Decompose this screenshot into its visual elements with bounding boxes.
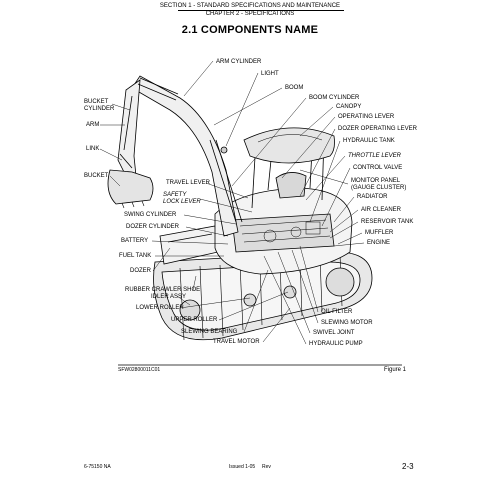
label-swivel-joint: SWIVEL JOINT — [313, 330, 355, 336]
label-slewing-motor: SLEWING MOTOR — [321, 320, 373, 326]
label-rubber-crawler-shoe: RUBBER CRAWLER SHOE — [125, 287, 201, 293]
label-oil-filter: OIL FILTER — [321, 309, 353, 315]
label-muffler: MUFFLER — [365, 230, 394, 236]
label-boom-cylinder: BOOM CYLINDER — [309, 95, 360, 101]
chapter-header: CHAPTER 2 - SPECIFICATIONS — [205, 11, 295, 17]
label-upper-roller: UPPER ROLLER — [171, 317, 218, 323]
label-hydraulic-pump: HYDRAULIC PUMP — [309, 341, 363, 347]
label-hydraulic-tank: HYDRAULIC TANK — [343, 138, 395, 144]
label-arm-cylinder: ARM CYLINDER — [216, 59, 262, 65]
label-travel-lever: TRAVEL LEVER — [166, 180, 211, 186]
label-reservoir-tank: RESERVOIR TANK — [361, 219, 414, 225]
header-rule — [178, 10, 344, 11]
page-title: 2.1 COMPONENTS NAME — [181, 24, 319, 36]
label-bucket: BUCKET — [84, 173, 109, 179]
label-idler-assy: IDLER ASSY — [151, 294, 187, 300]
label-control-valve: CONTROL VALVE — [353, 165, 403, 171]
label-swing-cylinder: SWING CYLINDER — [124, 212, 177, 218]
label-engine: ENGINE — [367, 240, 391, 246]
label-slewing-bearing: SLEWING BEARING — [181, 329, 238, 335]
footer-rev: Rev — [262, 464, 271, 470]
section-header: SECTION 1 - STANDARD SPECIFICATIONS AND … — [159, 3, 341, 9]
page-number: 2-3 — [402, 462, 414, 471]
footer-issued: Issued 1-05 — [229, 464, 256, 470]
figure-code: SFW02800011C01 — [118, 367, 161, 373]
label-travel-motor: TRAVEL MOTOR — [213, 339, 260, 345]
footer-doc-id: 6-75150 NA — [84, 464, 111, 470]
label-operating-lever: OPERATING LEVER — [338, 114, 395, 120]
label-fuel-tank: FUEL TANK — [119, 253, 152, 259]
label-monitor-panel: MONITOR PANEL(GAUGE CLUSTER) — [351, 178, 407, 191]
label-canopy: CANOPY — [336, 104, 362, 110]
label-arm: ARM — [86, 122, 100, 128]
label-boom: BOOM — [285, 85, 304, 91]
label-link: LINK — [86, 146, 100, 152]
label-dozer-operating-lever: DOZER OPERATING LEVER — [338, 126, 417, 132]
label-radiator: RADIATOR — [357, 194, 388, 200]
label-dozer-cylinder: DOZER CYLINDER — [126, 224, 180, 230]
label-throttle-lever: THROTTLE LEVER — [348, 153, 402, 159]
figure-caption: Figure 1 — [384, 367, 407, 373]
label-air-cleaner: AIR CLEANER — [361, 207, 402, 213]
label-battery: BATTERY — [121, 238, 149, 244]
label-light: LIGHT — [261, 71, 279, 77]
label-lower-roller: LOWER ROLLER — [136, 305, 184, 311]
label-dozer: DOZER — [130, 268, 151, 274]
